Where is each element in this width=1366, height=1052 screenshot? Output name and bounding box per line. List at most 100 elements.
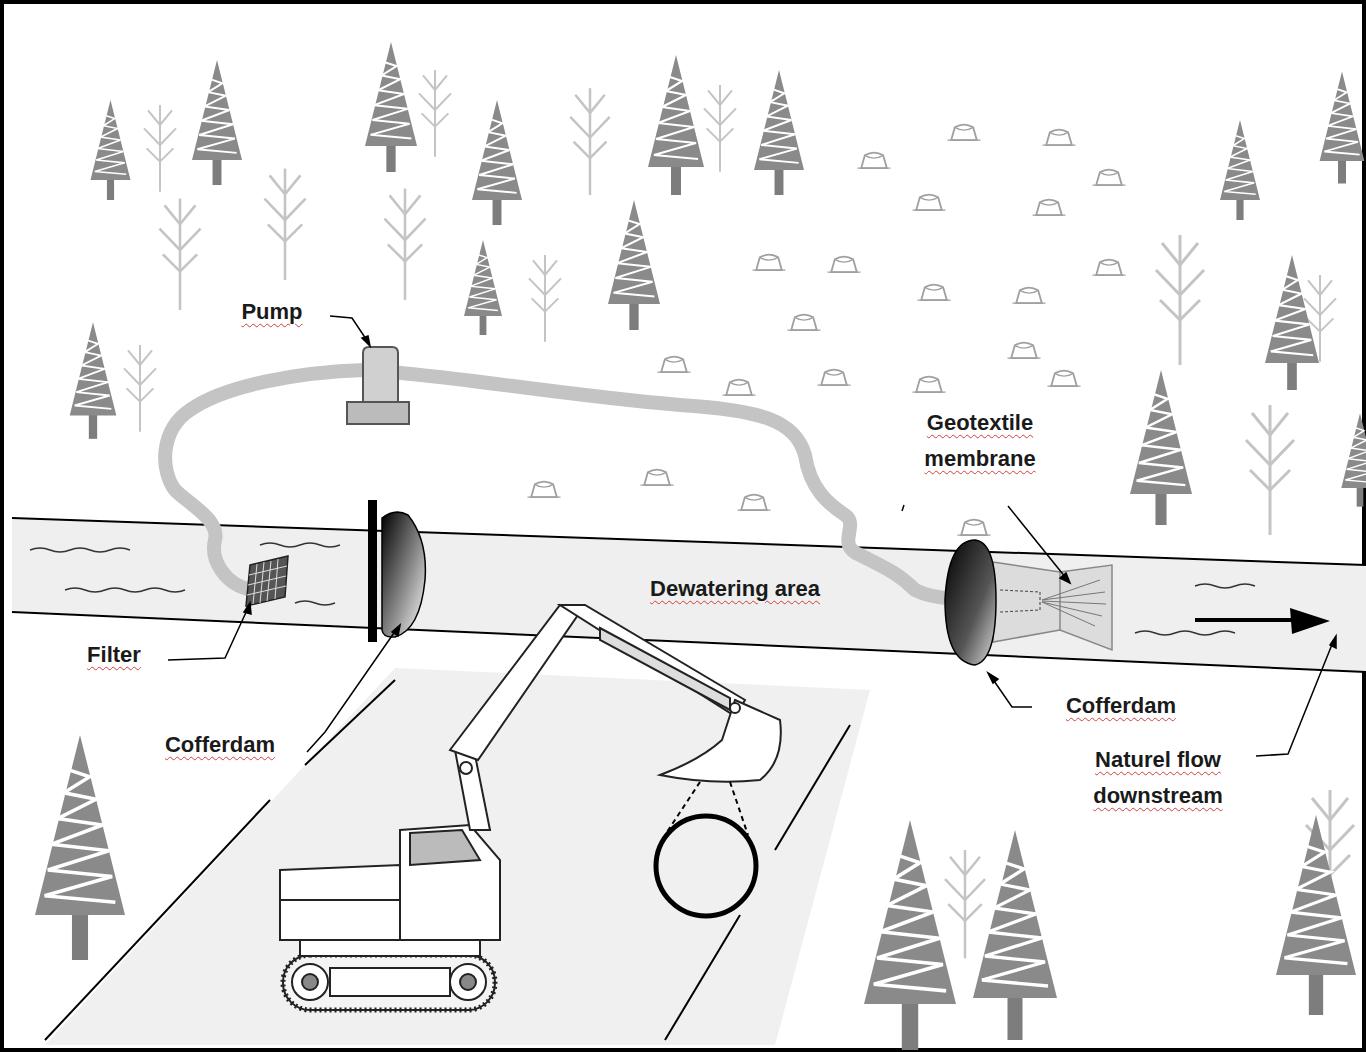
stumps [753,255,786,271]
leader-lines [1008,506,1066,578]
stumps [1008,343,1041,359]
excavator [302,974,318,990]
river [30,548,130,552]
pump [347,347,409,424]
excavator [280,899,400,901]
excavator [560,605,745,716]
leader-lines [992,678,1032,707]
forest [1276,815,1356,1015]
stumps [948,125,981,141]
filter-screen [248,576,286,585]
pump-label: Pump [172,294,372,330]
geotextile [1042,601,1106,604]
excavator [460,974,476,990]
pipe [665,782,700,835]
leader-lines [1256,642,1333,756]
label-text: Cofferdam [165,732,275,757]
river [295,601,335,605]
forest [1341,413,1366,506]
label-text: Dewatering area [650,576,820,601]
leader-lines [244,603,251,614]
stumps [1048,371,1081,387]
geotextile [1000,590,1040,612]
river [1195,584,1255,588]
excavator [450,964,486,1000]
work-area [45,668,870,1045]
stumps [641,470,674,486]
forest [159,199,200,310]
leader-lines [307,630,396,752]
forest [1246,405,1294,535]
river [12,612,1366,672]
hose [165,370,995,600]
excavator [660,700,781,782]
leader-lines [1060,573,1070,583]
stumps [528,125,1126,536]
leader-lines [1330,636,1336,648]
area-label: Dewatering area [605,571,865,607]
cofferdam [382,512,425,637]
forest [704,85,736,172]
excavator [730,703,740,713]
forest [124,345,156,432]
forest [144,105,176,192]
geotextile [1059,572,1061,630]
forest [91,100,131,200]
excavator [283,955,495,1010]
stumps [1013,288,1046,304]
cofferdam-label: Cofferdam [1021,688,1221,724]
excavator [600,628,730,710]
filter-label: Filter [34,637,194,673]
forest [529,255,561,342]
stumps [658,357,691,373]
stumps [528,482,561,498]
geotextile [1042,592,1105,600]
stumps [918,285,951,301]
stumps [818,370,851,386]
geotextile [1042,580,1106,626]
forest [419,70,451,157]
leader-lines [168,608,248,660]
forest [192,60,242,185]
membrane-label: Geotextile membrane [905,405,1055,477]
river [1195,618,1300,622]
work-area-edges [45,800,270,1040]
forest [648,55,704,195]
geotextile [1042,580,1100,600]
pump [347,402,409,424]
excavator [455,750,490,830]
forest [570,88,609,195]
label-text: Cofferdam [1066,693,1176,718]
label-text: Geotextile membrane [924,410,1035,471]
stumps [723,380,756,396]
stumps [1043,130,1076,146]
stumps [828,257,861,273]
leader-lines [362,336,370,346]
excavator [330,968,450,996]
forest [608,200,660,330]
work-area-edges [775,725,850,850]
filter-screen [246,556,288,606]
forest [1320,72,1365,184]
forest [754,70,804,195]
cofferdam [945,540,996,665]
river [260,543,340,547]
forest [973,830,1057,1040]
leader-lines [988,673,998,683]
tick-mark [902,505,904,511]
excavator [400,825,500,940]
geotextile [1000,590,1040,592]
river [65,588,185,592]
flow-label: Naturel flow downstream [1063,742,1253,814]
forest [1220,120,1260,220]
excavator [450,605,580,760]
label-text: Pump [241,299,302,324]
pipe [656,816,756,916]
excavator [280,605,781,1010]
filter-screen [247,586,286,595]
excavator [410,830,480,865]
forest [264,169,305,280]
forest [384,189,425,300]
